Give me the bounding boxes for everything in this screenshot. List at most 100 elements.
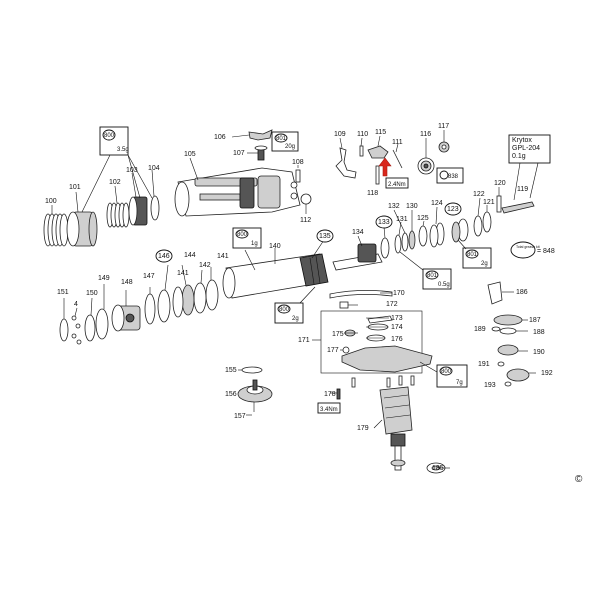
label-178: 178 — [324, 391, 336, 398]
part-112-ball — [300, 193, 312, 214]
part-192 — [506, 368, 530, 382]
grease-tag-8-code: 800 — [441, 369, 452, 375]
label-176: 176 — [391, 336, 403, 343]
grease-tag-6-amount: 2g — [481, 261, 488, 267]
grease-tag-7: 800 2g — [274, 286, 316, 324]
rings-121-125 — [418, 197, 492, 248]
label-150: 150 — [86, 290, 98, 297]
part-146-ring — [157, 289, 171, 323]
part-132-ring — [401, 232, 409, 252]
grease-838-code: 838 — [448, 174, 459, 180]
part-179-armature — [373, 386, 413, 471]
krytox-line-1: Krytox — [512, 137, 532, 144]
part-102-spring — [106, 202, 130, 228]
label-123: 123 — [447, 206, 459, 213]
part-187 — [493, 314, 523, 326]
label-4: 4 — [74, 301, 78, 308]
label-120: 120 — [494, 180, 506, 187]
part-130-ring — [408, 230, 416, 250]
grease-tag-5-amount: 0.5g — [438, 282, 450, 288]
part-144-ring — [181, 284, 195, 316]
part-110-pin — [359, 145, 364, 157]
label-115: 115 — [375, 129, 386, 136]
shaft-group — [332, 209, 416, 271]
belt-170 — [329, 290, 393, 299]
part-109-lever — [335, 147, 357, 179]
pins-set — [351, 375, 415, 388]
label-135: 135 — [319, 233, 331, 240]
part-100-spring — [43, 213, 69, 247]
grease-tag-2-code: 801 — [276, 136, 287, 142]
label-102: 102 — [109, 179, 121, 186]
grease-tag-1-code: 800 — [104, 133, 115, 139]
part-101-sleeve — [66, 211, 98, 247]
label-131: 131 — [396, 216, 408, 223]
part-4-ball — [71, 315, 77, 321]
part-125-ring — [418, 225, 428, 247]
label-185: 185 — [432, 465, 444, 472]
torque-box-1: 2.4Nm — [385, 177, 409, 189]
part-116-disk — [417, 138, 435, 175]
label-146: 146 — [158, 253, 170, 260]
label-192: 192 — [541, 370, 553, 377]
label-101: 101 — [69, 184, 81, 191]
part-155-ring — [241, 366, 263, 374]
part-118-pin — [375, 165, 380, 185]
part-190 — [497, 344, 519, 356]
label-110: 110 — [357, 131, 368, 138]
label-188: 188 — [533, 329, 545, 336]
label-186: 186 — [516, 289, 528, 296]
part-151-ring — [59, 318, 69, 342]
label-105: 105 — [184, 151, 196, 158]
label-149: 149 — [98, 275, 110, 282]
grease-tag-8-amount: 7g — [456, 380, 463, 386]
label-104: 104 — [148, 165, 160, 172]
part-147-ring — [144, 293, 156, 325]
label-173: 173 — [391, 315, 403, 322]
part-106-wingnut — [231, 129, 273, 141]
grease-tag-7-code: 800 — [279, 307, 290, 313]
label-112: 112 — [300, 217, 311, 224]
part-133-ring — [380, 237, 390, 259]
grease-tag-2: 801 20g — [271, 131, 299, 152]
part-105-housing — [174, 157, 301, 217]
rings-141-147 — [144, 264, 219, 325]
grease-838-tag: 838 — [436, 167, 464, 184]
grease-tag-4: 800 1g — [232, 227, 262, 249]
label-175: 175 — [332, 331, 344, 338]
torque-1-text: 2.4Nm — [388, 182, 406, 188]
label-124: 124 — [431, 200, 443, 207]
label-191: 191 — [478, 361, 490, 368]
label-108: 108 — [292, 159, 304, 166]
part-121-ring — [482, 211, 492, 233]
grease-tag-6: 801 2g — [457, 239, 492, 269]
label-174: 174 — [391, 324, 403, 331]
part-labels: 100 101 102 103 104 105 106 107 108 109 … — [45, 123, 553, 472]
part-141-ring — [205, 279, 219, 311]
grease-tag-7-amount: 2g — [292, 316, 299, 322]
label-140: 140 — [269, 243, 281, 250]
part-115-plate — [367, 145, 389, 159]
part-172-pin — [339, 301, 358, 309]
label-134: 134 — [352, 229, 364, 236]
part-111-spring — [392, 149, 403, 169]
part-131-ring — [394, 234, 402, 254]
part-189 — [491, 326, 501, 332]
label-111: 111 — [392, 139, 403, 146]
grease-tag-1: 800 3.5g — [99, 126, 129, 156]
label-190: 190 — [533, 349, 545, 356]
part-150-ring — [84, 314, 96, 342]
front-rings — [59, 284, 109, 345]
copyright-symbol: © — [575, 474, 583, 485]
part-104-ring — [150, 195, 160, 221]
attention-arrow — [378, 157, 392, 177]
part-107-bolt — [247, 145, 268, 161]
label-125: 125 — [417, 215, 429, 222]
main-barrel — [222, 239, 329, 299]
part-177 — [342, 346, 350, 354]
label-172: 172 — [386, 301, 398, 308]
right-gear-cluster — [487, 281, 536, 387]
label-132: 132 — [388, 203, 400, 210]
